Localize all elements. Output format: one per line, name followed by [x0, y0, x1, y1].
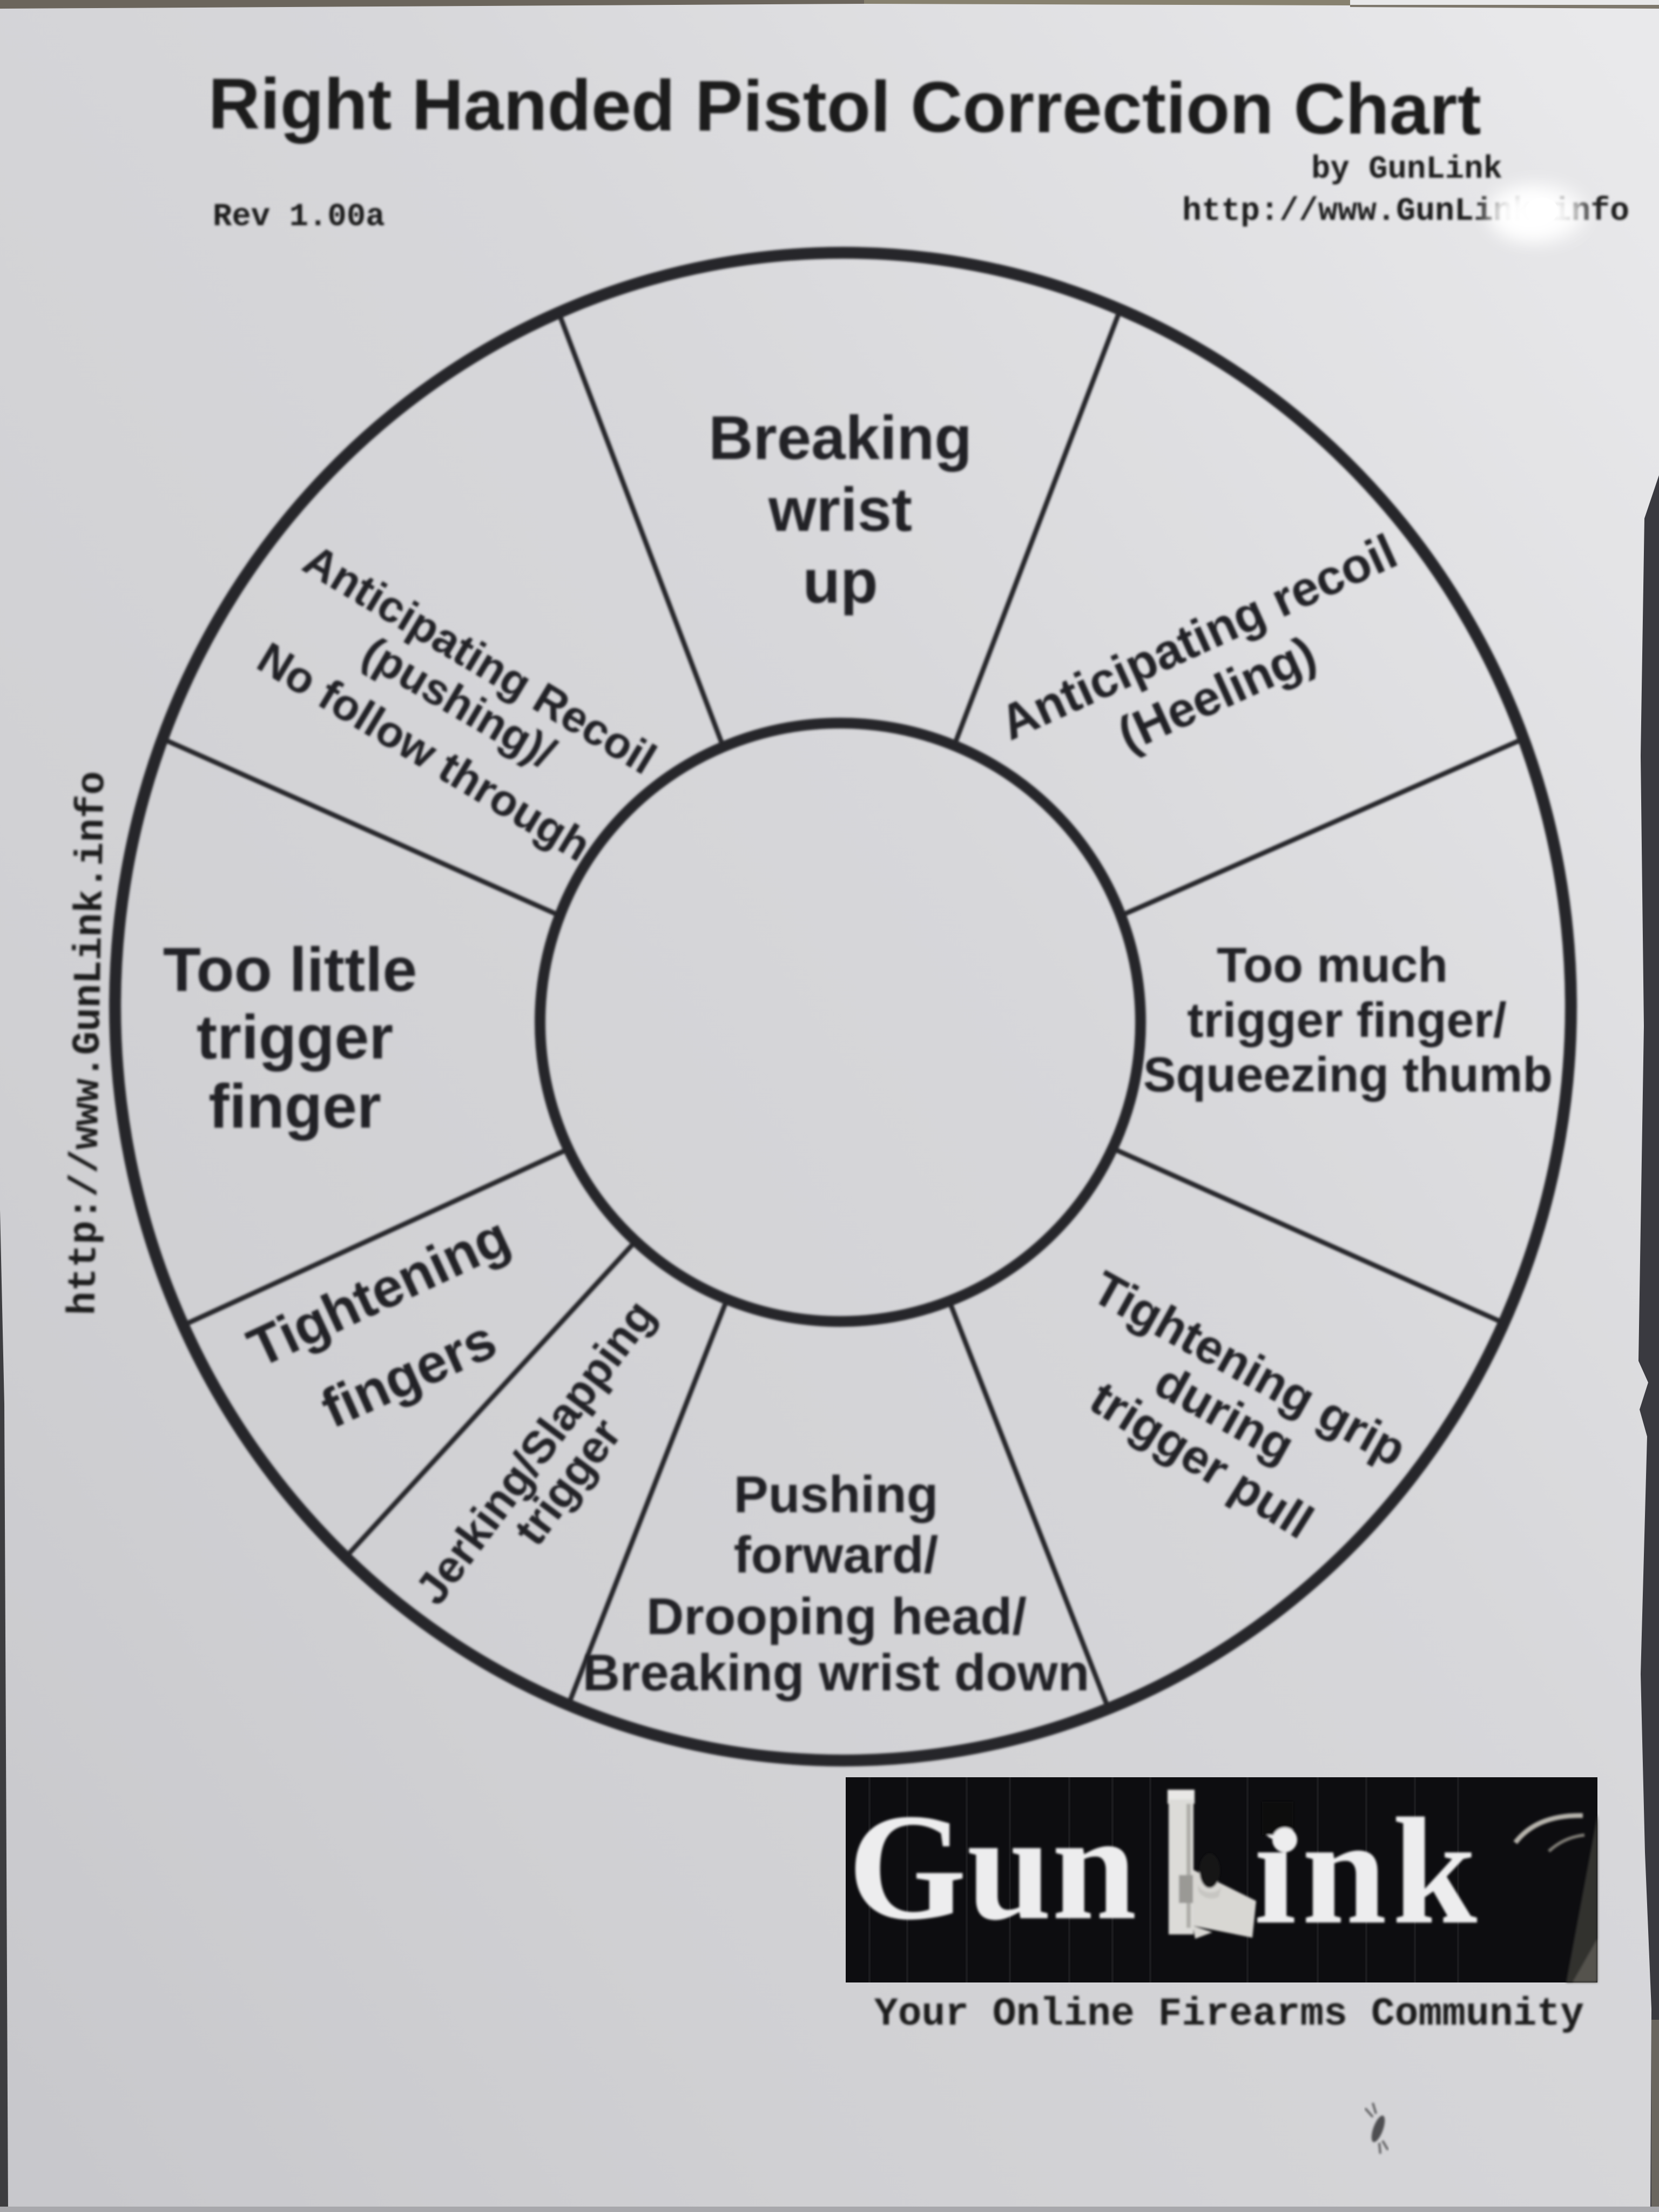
svg-text:by GunLink: by GunLink [1311, 151, 1502, 187]
svg-text:Drooping head/: Drooping head/ [646, 1588, 1027, 1645]
svg-text:Your Online Firearms Community: Your Online Firearms Community [874, 1992, 1584, 2036]
svg-text:Breaking: Breaking [709, 404, 972, 473]
svg-text:Too little: Too little [163, 935, 417, 1004]
svg-text:Breaking wrist down: Breaking wrist down [583, 1644, 1090, 1702]
svg-text:up: up [802, 548, 878, 616]
svg-text:Rev 1.00a: Rev 1.00a [213, 199, 385, 235]
svg-text:Pushing: Pushing [734, 1466, 939, 1523]
svg-text:Squeezing thumb: Squeezing thumb [1143, 1048, 1553, 1102]
svg-text:http://www.GunLink.info: http://www.GunLink.info [61, 771, 116, 1316]
svg-text:Too much: Too much [1217, 938, 1448, 993]
svg-text:forward/: forward/ [734, 1526, 939, 1584]
svg-text:wrist: wrist [768, 476, 912, 544]
svg-text:Gun: Gun [848, 1783, 1137, 1952]
svg-text:trigger finger/: trigger finger/ [1187, 993, 1507, 1048]
svg-text:trigger: trigger [197, 1003, 393, 1072]
svg-text:Right Handed Pistol Correction: Right Handed Pistol Correction Chart [208, 64, 1481, 150]
svg-text:finger: finger [208, 1072, 381, 1141]
